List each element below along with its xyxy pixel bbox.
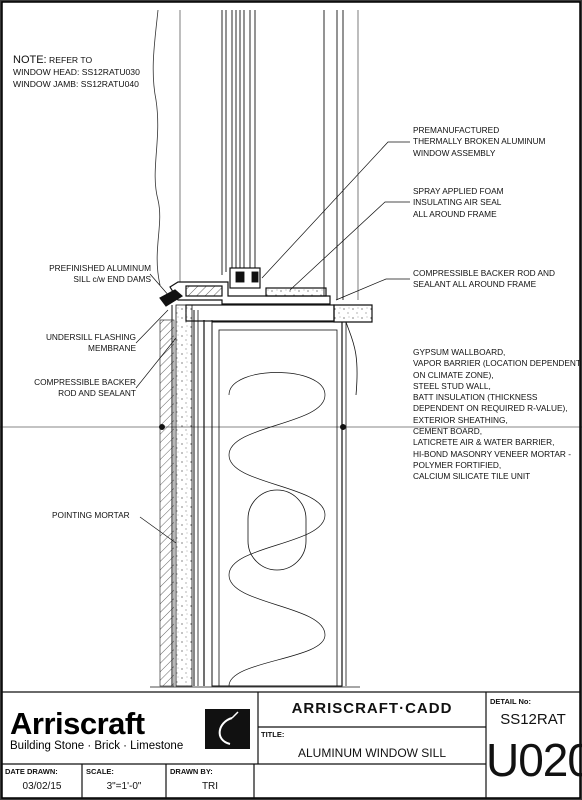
drawn-by-caption: DRAWN BY: [170, 767, 213, 776]
logo-mark [205, 709, 250, 749]
leader-lines [135, 141, 410, 544]
break-line [152, 9, 161, 286]
callout-premanufactured-window: PREMANUFACTURED THERMALLY BROKEN ALUMINU… [413, 125, 545, 159]
callout-line: CEMENT BOARD, [413, 426, 482, 437]
title-caption: TITLE: [261, 730, 285, 739]
callout-line: WINDOW ASSEMBLY [413, 147, 496, 158]
note-refer: REFER TO [49, 55, 93, 65]
callout-line: BATT INSULATION (THICKNESS [413, 392, 538, 403]
callout-line: ROD AND SEALANT [58, 388, 136, 399]
scale-caption: SCALE: [86, 767, 114, 776]
callout-line: POLYMER FORTIFIED, [413, 459, 502, 470]
callout-line: SPRAY APPLIED FOAM [413, 186, 504, 196]
note-heading: NOTE: [13, 54, 47, 66]
callout-line: PREMANUFACTURED [413, 125, 500, 135]
callout-line: SEALANT ALL AROUND FRAME [413, 279, 537, 290]
window-assembly [221, 10, 344, 300]
callout-line: HI-BOND MASONRY VENEER MORTAR - [413, 448, 571, 459]
callout-line: MEMBRANE [88, 343, 136, 354]
callout-line: GYPSUM WALLBOARD, [413, 347, 506, 357]
callout-line: PREFINISHED ALUMINUM [49, 263, 151, 273]
callout-line: VAPOR BARRIER (LOCATION DEPENDENT [413, 358, 581, 369]
callout-backer-rod-frame: COMPRESSIBLE BACKER ROD AND SEALANT ALL … [413, 268, 555, 291]
callout-wall-assembly: GYPSUM WALLBOARD, VAPOR BARRIER (LOCATIO… [413, 347, 581, 483]
wall-section [0, 304, 582, 688]
company-name: ARRISCRAFT·CADD [291, 700, 453, 717]
note-line: WINDOW HEAD: SS12RATU030 [13, 67, 140, 77]
callout-line: STEEL STUD WALL, [413, 380, 491, 391]
callout-line: THERMALLY BROKEN ALUMINUM [413, 136, 546, 147]
callout-line: COMPRESSIBLE BACKER ROD AND [413, 268, 556, 278]
logo-tagline: Building Stone · Brick · Limestone [10, 740, 184, 752]
callout-line: COMPRESSIBLE BACKER [34, 377, 136, 387]
drawn-by: TRI [201, 781, 219, 792]
callout-undersill-flashing: UNDERSILL FLASHING MEMBRANE [46, 332, 136, 355]
callout-line: POINTING MORTAR [52, 510, 130, 520]
callout-line: SILL c/w END DAMS [73, 274, 151, 285]
callout-prefinished-sill: PREFINISHED ALUMINUM SILL c/w END DAMS [49, 263, 151, 286]
date-drawn: 03/02/15 [22, 781, 62, 792]
title-block-lines [2, 691, 580, 798]
detail-number: U020 [486, 734, 582, 786]
callout-line: LATICRETE AIR & WATER BARRIER, [413, 437, 555, 448]
reference-note: NOTE: REFER TO WINDOW HEAD: SS12RATU030 … [13, 54, 140, 90]
date-caption: DATE DRAWN: [5, 767, 58, 776]
callout-line: ON CLIMATE ZONE), [413, 369, 494, 380]
callout-line: INSULATING AIR SEAL [413, 197, 502, 208]
detail-caption: DETAIL No: [490, 697, 531, 706]
callout-line: CALCIUM SILICATE TILE UNIT [413, 471, 531, 482]
callout-spray-foam: SPRAY APPLIED FOAM INSULATING AIR SEAL A… [413, 186, 504, 220]
sill-frame [159, 281, 373, 396]
callout-backer-rod-sealant: COMPRESSIBLE BACKER ROD AND SEALANT [34, 377, 136, 400]
note-line: WINDOW JAMB: SS12RATU040 [13, 79, 139, 89]
detail-series: SS12RAT [500, 711, 566, 728]
callout-pointing-mortar: POINTING MORTAR [52, 510, 130, 521]
callout-line: UNDERSILL FLASHING [45, 332, 136, 342]
drawing-title: ALUMINUM WINDOW SILL [297, 746, 446, 760]
callout-line: DEPENDENT ON REQUIRED R-VALUE), [413, 403, 568, 414]
scale-value: 3"=1'-0" [106, 781, 142, 792]
callout-line: ALL AROUND FRAME [413, 208, 497, 219]
logo-wordmark: Arriscraft [10, 706, 145, 741]
callout-line: EXTERIOR SHEATHING, [413, 414, 508, 425]
